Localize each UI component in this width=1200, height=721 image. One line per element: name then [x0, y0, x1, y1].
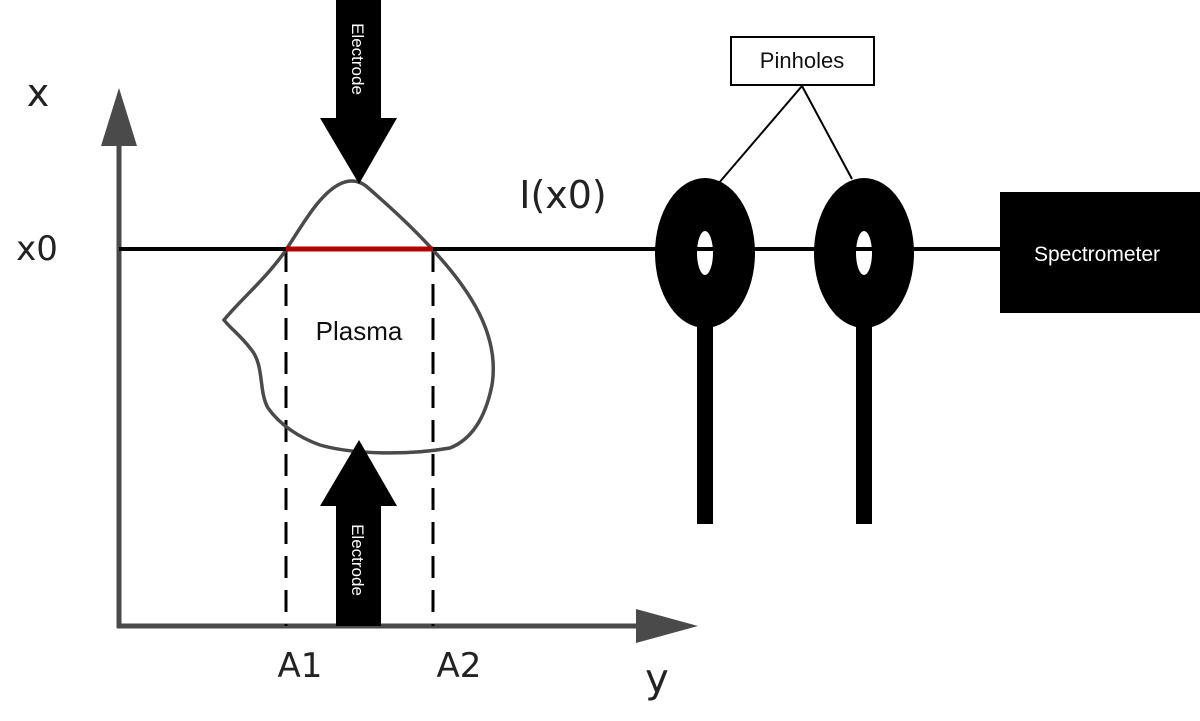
- bottom-electrode-label: Electrode: [348, 524, 367, 596]
- pinhole-2: [814, 178, 914, 524]
- x-axis-arrowhead: [636, 609, 698, 643]
- spectrometer: Spectrometer: [1000, 192, 1200, 313]
- pinhole-1-ring: [655, 178, 755, 328]
- a1-label: A1: [278, 646, 323, 686]
- top-electrode-label: Electrode: [348, 23, 367, 95]
- top-electrode: Electrode: [320, 0, 397, 184]
- spectrometer-label: Spectrometer: [1034, 243, 1160, 266]
- intensity-label: I(x0): [519, 173, 607, 217]
- axes: [101, 88, 698, 643]
- pinhole-2-post: [856, 312, 872, 524]
- y-axis-label: x: [27, 71, 50, 115]
- bottom-electrode: Electrode: [320, 440, 397, 626]
- y-axis-arrowhead: [101, 88, 137, 146]
- plasma-outline: [221, 179, 495, 455]
- x-axis-label: y: [645, 656, 669, 702]
- pinhole-1-leader: [717, 85, 803, 185]
- pinhole-2-ring: [814, 178, 914, 328]
- pinhole-2-leader: [801, 85, 853, 180]
- pinhole-1: [655, 178, 755, 524]
- a2-label: A2: [437, 646, 482, 686]
- x0-label: x0: [16, 229, 58, 269]
- top-electrode-shape: [320, 0, 397, 184]
- plasma-label: Plasma: [316, 316, 403, 346]
- bottom-electrode-shape: [320, 440, 397, 626]
- pinholes-label: Pinholes: [760, 48, 844, 73]
- pinholes-label-box: [730, 36, 875, 86]
- spectrometer-box: [1000, 192, 1200, 313]
- pinhole-1-post: [697, 312, 713, 524]
